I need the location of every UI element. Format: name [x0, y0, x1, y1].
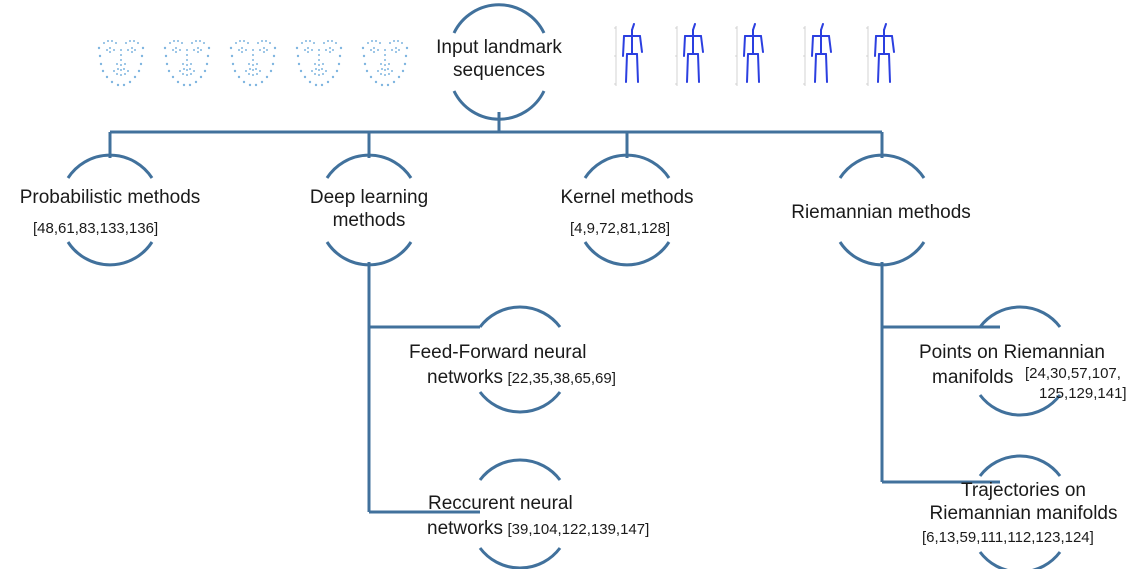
rnn-label-line2: networks [39,104,122,139,147] [427, 518, 649, 541]
face-landmark-icon [163, 40, 211, 87]
points-refs-line1: [24,30,57,107, [1025, 365, 1121, 382]
rnn-node-top-arc [478, 458, 562, 481]
points-refs-line2: 125,129,141] [1039, 385, 1127, 402]
points-label-line1: Points on Riemannian [919, 342, 1105, 363]
skeleton-icon [802, 23, 832, 87]
kernel-node-bottom-arc [583, 241, 671, 267]
deep-node-bottom-arc [325, 241, 413, 267]
points-node-top-arc [978, 305, 1062, 328]
rnn-label-networks: networks [427, 518, 504, 539]
ff-node-top-arc [478, 305, 562, 328]
rnn-refs: [39,104,122,139,147] [507, 521, 650, 538]
deep-title-line1: Deep learning [309, 187, 429, 208]
riemannian-node-bottom-arc [838, 241, 926, 267]
kernel-refs: [4,9,72,81,128] [570, 220, 671, 237]
face-landmark-icon [97, 40, 145, 87]
probabilistic-node-bottom-arc [66, 241, 154, 267]
riemannian-title: Riemannian methods [791, 202, 971, 223]
skeleton-icon [613, 23, 643, 87]
root-node-label: Input landmark sequences [418, 37, 580, 83]
skeleton-icon [674, 23, 704, 87]
traj-refs: [6,13,59,111,112,123,124] [922, 529, 1094, 546]
ff-label-networks: networks [427, 367, 504, 388]
traj-node-bottom-arc [978, 551, 1062, 569]
points-node-bottom-arc [978, 394, 1062, 417]
probabilistic-title: Probabilistic methods [19, 187, 201, 208]
traj-label-line1: Trajectories on [961, 480, 1086, 501]
kernel-node-top-arc [583, 153, 671, 179]
root-label-line2: sequences [453, 59, 545, 81]
root-node-top-arc [452, 3, 546, 34]
skeleton-icon [734, 23, 764, 87]
root-node-bottom-arc [452, 90, 546, 121]
traj-node-top-arc [978, 454, 1062, 477]
tree-connectors [108, 112, 1000, 514]
skeleton-icon [865, 23, 895, 87]
riemannian-node-top-arc [838, 153, 926, 179]
face-landmark-icon [361, 40, 409, 87]
kernel-title: Kernel methods [560, 187, 694, 208]
probabilistic-node-top-arc [66, 153, 154, 179]
ff-label-line2: networks [22,35,38,65,69] [427, 367, 616, 390]
deep-title: Deep learning methods [280, 187, 458, 233]
probabilistic-refs: [48,61,83,133,136] [33, 220, 159, 237]
skeleton-icons [613, 23, 895, 87]
rnn-label-line1: Reccurent neural [428, 493, 573, 514]
face-landmark-icon [295, 40, 343, 87]
ff-label-line1: Feed-Forward neural [409, 342, 587, 363]
face-landmark-icons [97, 40, 409, 87]
traj-label-line2: Riemannian manifolds [929, 502, 1118, 524]
ff-refs: [22,35,38,65,69] [507, 370, 616, 387]
root-label-line1: Input landmark [436, 37, 562, 58]
traj-label: Trajectories on Riemannian manifolds [910, 480, 1137, 526]
deep-node-top-arc [325, 153, 413, 179]
node-arcs [66, 3, 1062, 569]
points-label-line2: manifolds [932, 367, 1014, 388]
face-landmark-icon [229, 40, 277, 87]
rnn-node-bottom-arc [478, 547, 562, 569]
ff-node-bottom-arc [478, 391, 562, 414]
deep-title-line2: methods [332, 209, 406, 231]
